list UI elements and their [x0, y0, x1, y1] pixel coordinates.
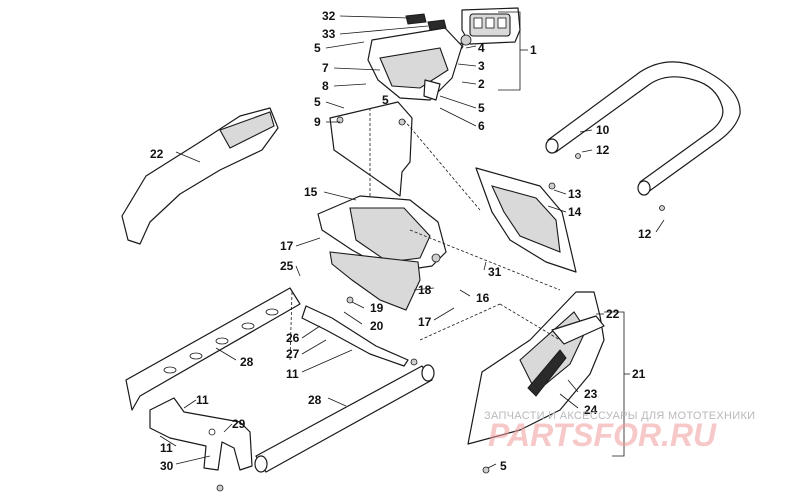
callout-4: 4 [478, 41, 485, 55]
callout-25: 25 [280, 259, 294, 273]
callout-24: 24 [584, 403, 598, 417]
bumper-bracket [149, 397, 253, 492]
callout-33: 33 [322, 27, 336, 41]
watermark-logo: PARTSFOR.RU [488, 417, 717, 453]
storage-tray [317, 195, 447, 311]
callout-1: 1 [530, 43, 537, 57]
callout-12b: 12 [638, 227, 652, 241]
callout-3: 3 [478, 59, 485, 73]
callout-22b: 22 [606, 307, 620, 321]
left-rail [125, 287, 418, 411]
tail-light-assembly [450, 7, 521, 62]
right-window-panel [475, 167, 577, 273]
callout-14: 14 [568, 205, 582, 219]
callout-17b: 17 [418, 315, 432, 329]
callout-5d: 5 [478, 101, 485, 115]
left-side-panel [121, 107, 279, 245]
lower-tube [254, 364, 435, 473]
callout-31: 31 [488, 265, 502, 279]
callout-17a: 17 [280, 239, 294, 253]
callout-5e: 5 [500, 459, 507, 473]
callout-23: 23 [584, 387, 598, 401]
callout-13: 13 [568, 187, 582, 201]
callout-5b: 5 [314, 95, 321, 109]
callout-28a: 28 [240, 355, 254, 369]
callout-18: 18 [418, 283, 432, 297]
callout-6: 6 [478, 119, 485, 133]
callout-20: 20 [370, 319, 384, 333]
callout-11c: 11 [160, 441, 173, 455]
callout-9: 9 [314, 115, 321, 129]
watermark-caption: ЗАПЧАСТИ И АКСЕССУАРЫ ДЛЯ МОТОТЕХНИКИ [484, 410, 755, 422]
callout-22a: 22 [150, 147, 164, 161]
callout-28b: 28 [308, 393, 322, 407]
callout-27: 27 [286, 347, 300, 361]
callout-30: 30 [160, 459, 174, 473]
callout-11a: 11 [286, 367, 299, 381]
callout-15: 15 [304, 185, 318, 199]
callout-5a: 5 [314, 41, 321, 55]
callout-labels: 32 33 5 7 8 5 9 5 4 3 2 1 5 6 22 10 12 1… [150, 9, 652, 473]
watermark: ЗАПЧАСТИ И АКСЕССУАРЫ ДЛЯ МОТОТЕХНИКИ PA… [484, 410, 755, 453]
callout-16: 16 [476, 291, 490, 305]
callout-7: 7 [322, 61, 329, 75]
callout-5c: 5 [382, 93, 389, 107]
callout-32: 32 [322, 9, 336, 23]
callout-11b: 11 [196, 393, 209, 407]
callout-21: 21 [632, 367, 646, 381]
callout-8: 8 [322, 79, 329, 93]
right-side-panel [467, 291, 605, 474]
callout-19: 19 [370, 301, 384, 315]
callout-2: 2 [478, 77, 485, 91]
grab-bar [545, 61, 741, 211]
callout-10: 10 [596, 123, 610, 137]
callout-29: 29 [232, 417, 246, 431]
rear-cowl [367, 13, 463, 101]
callout-26: 26 [286, 331, 300, 345]
leader-lines [159, 11, 665, 469]
deflector-panel [329, 101, 413, 197]
callout-12a: 12 [596, 143, 610, 157]
